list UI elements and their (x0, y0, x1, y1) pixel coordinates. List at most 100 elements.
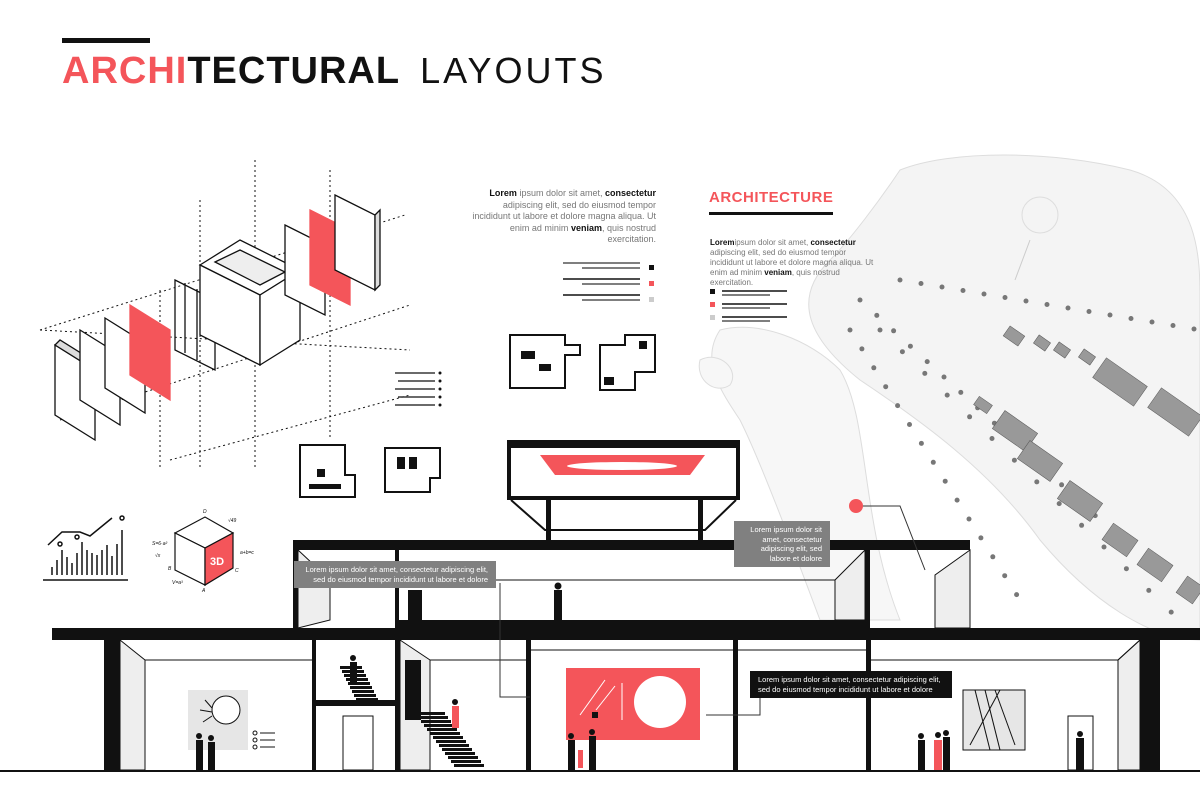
map-tree-dot (1168, 609, 1174, 615)
map-tree-dot (981, 291, 987, 297)
floor-plan-icons (299, 334, 656, 498)
callout-gray-left: Lorem ipsum dolor sit amet, consectetur … (294, 561, 496, 588)
map-tree-dot (859, 346, 865, 352)
text: , quis nostrud exercitation. (710, 268, 840, 287)
stair-step (448, 756, 478, 759)
text: adipiscing elit, sed do eiusmod tempor i… (472, 199, 656, 233)
building-section (0, 440, 1200, 772)
exploded-isometric-drawing (39, 160, 442, 470)
map-tree-dot (958, 389, 964, 395)
map-tree-dot (897, 277, 903, 283)
title-bar-decoration (62, 38, 150, 43)
svg-text:S=6·a²: S=6·a² (152, 541, 167, 547)
map-tree-dot (1014, 592, 1020, 598)
stair-step (454, 764, 484, 767)
map-tree-dot (883, 384, 889, 390)
text-bold: consectetur (604, 188, 656, 198)
map-tree-dot (907, 343, 913, 349)
map-tree-dot (877, 327, 883, 333)
map-tree-dot (924, 359, 930, 365)
intro-text-block: Lorem ipsum dolor sit amet, consectetur … (470, 188, 656, 246)
growth-chart-icon (43, 515, 128, 581)
stair-step (430, 732, 460, 735)
callout-black: Lorem ipsum dolor sit amet, consectetur … (750, 671, 952, 698)
title-accent: ARCHI (62, 50, 188, 92)
map-tree-dot (1079, 522, 1085, 528)
legend-lines (563, 262, 787, 322)
map-tree-dot (960, 288, 966, 293)
map-tree-dot (899, 349, 905, 355)
map-tree-dot (891, 328, 897, 334)
text-bold: veniam (764, 268, 792, 277)
stair-step (421, 720, 451, 723)
stair-step (442, 748, 472, 751)
map-tree-dot (941, 374, 947, 380)
map-tree-dot (942, 478, 948, 484)
text-bold: consectetur (810, 238, 856, 247)
map-tree-dot (1044, 302, 1050, 307)
svg-text:√49: √49 (228, 517, 237, 524)
svg-text:A: A (201, 588, 206, 594)
map-tree-dot (1191, 326, 1197, 332)
map-tree-dot (1034, 479, 1040, 485)
text-bold: Lorem (489, 188, 517, 198)
text-bold: Lorem (710, 238, 735, 247)
map-tree-dot (966, 516, 972, 522)
cube-3d-icon: 3D D A B C √49 a+b=c S=6·a² √xV=a³ (152, 509, 254, 594)
map-tree-dot (1002, 295, 1008, 300)
map-tree-dot (967, 414, 973, 420)
map-tree-dot (907, 422, 912, 427)
text: ipsum dolor sit amet, (734, 238, 811, 247)
stair-step (445, 752, 475, 755)
side-panel-text: Loremipsum dolor sit amet, consectetur a… (710, 238, 880, 288)
svg-text:B: B (168, 566, 172, 572)
map-tree-dot (989, 436, 995, 441)
map-tree-dot (990, 554, 996, 560)
stair-step (352, 690, 374, 693)
map-tree-dot (1101, 544, 1107, 550)
text: ipsum dolor sit amet, (516, 188, 605, 198)
stair-step (433, 736, 463, 739)
stair-step (415, 712, 445, 715)
map-tree-dot (847, 327, 853, 333)
map-buildings (973, 325, 1200, 605)
map-tree-dot (1011, 457, 1017, 463)
stair-step (350, 686, 372, 689)
side-panel-heading: ARCHITECTURE (709, 189, 834, 206)
stair-step (356, 698, 378, 701)
map-tree-dot (1107, 312, 1113, 318)
map-tree-dot (978, 535, 984, 541)
map-tree-dot (1059, 482, 1065, 488)
stair-step (439, 744, 469, 747)
map-tree-dot (1086, 309, 1092, 314)
cube-label: 3D (210, 556, 224, 568)
map-tree-dot (1002, 573, 1008, 579)
text-bold: veniam (570, 222, 602, 233)
svg-text:D: D (203, 509, 207, 515)
stair-step (354, 694, 376, 697)
map-tree-dot (1123, 566, 1129, 572)
stair-step (427, 728, 457, 731)
svg-text:C: C (235, 568, 239, 574)
map-tree-dot (1023, 298, 1029, 304)
text: adipiscing elit, sed do eiusmod tempor i… (710, 248, 874, 277)
svg-text:a+b=c: a+b=c (240, 550, 254, 556)
map-tree-dot (1170, 323, 1176, 328)
text: , quis nostrud exercitation. (601, 222, 656, 245)
map-tree-dot (918, 440, 924, 446)
stair-step (436, 740, 466, 743)
svg-text:√x: √x (155, 552, 161, 559)
stair-step (451, 760, 481, 763)
stair-step (418, 716, 448, 719)
map-tree-dot (1056, 501, 1062, 507)
heading-underline (709, 212, 833, 215)
map-tree-dot (1128, 316, 1134, 321)
map-tree-dot (857, 297, 863, 303)
svg-text:V=a³: V=a³ (172, 580, 183, 586)
map-tree-dot (944, 392, 950, 398)
map-tree-dot (954, 497, 960, 503)
map-tree-dot (874, 312, 880, 318)
